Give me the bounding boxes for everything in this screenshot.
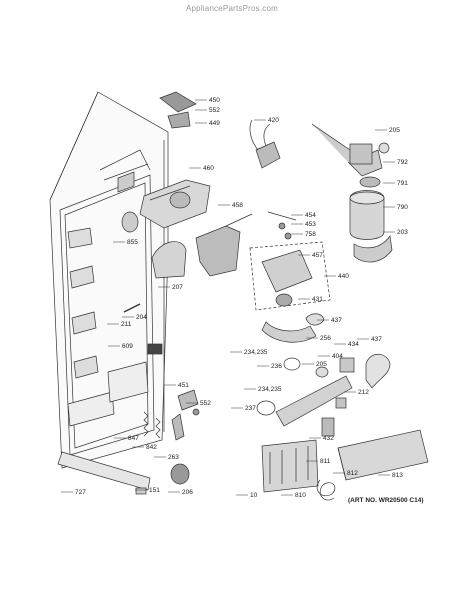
cabinet-drawing [49, 91, 169, 469]
part-label-450: 450 [209, 97, 220, 104]
control-knob [121, 211, 139, 233]
part-label-727: 727 [75, 489, 86, 496]
part-label-437: 437 [331, 317, 342, 324]
thermostat [255, 141, 281, 169]
part-label-431: 431 [312, 296, 323, 303]
part-label-256: 256 [320, 335, 331, 342]
tank-cover [353, 235, 393, 263]
part-label-460: 460 [203, 165, 214, 172]
part-label-451: 451 [178, 382, 189, 389]
part-label-457: 457 [312, 252, 323, 259]
part-label-842: 842 [146, 444, 157, 451]
watermark: AppliancePartsPros.com [186, 4, 278, 13]
leveling-foot [170, 463, 190, 485]
wire-harness [316, 479, 336, 501]
part-labels: 450 552 449 420 205 792 791 460 790 458 454 453 758 2… [61, 97, 408, 499]
part-label-609: 609 [122, 343, 133, 350]
part-label-205: 205 [316, 361, 327, 368]
motor-cap [359, 176, 381, 188]
part-label-212: 212 [358, 389, 369, 396]
duct-tray [261, 321, 317, 343]
bottom-grille [57, 451, 151, 491]
damper-control [321, 417, 335, 437]
part-label-203: 203 [397, 229, 408, 236]
hinge-bracket [159, 91, 197, 113]
part-label-453: 453 [305, 221, 316, 228]
bulb-socket [339, 357, 355, 373]
light-cover [151, 241, 187, 279]
part-label-234,235: 234,235 [244, 349, 268, 356]
part-label-792: 792 [397, 159, 408, 166]
part-label-432: 432 [323, 435, 334, 442]
spring-842 [155, 417, 161, 439]
part-label-151: 151 [149, 487, 160, 494]
part-label-206: 206 [182, 489, 193, 496]
part-label-812: 812 [347, 470, 358, 477]
part-label-790: 790 [397, 204, 408, 211]
part-label-811: 811 [320, 458, 331, 465]
part-label-758: 758 [305, 231, 316, 238]
air-duct [275, 375, 353, 427]
part-label-855: 855 [127, 239, 138, 246]
light-bulb [365, 353, 391, 389]
ice-maker [261, 439, 319, 493]
part-label-263: 263 [168, 454, 179, 461]
fan-bracket [195, 225, 241, 277]
part-label-847: 847 [128, 435, 139, 442]
part-label-236: 236 [271, 363, 282, 370]
part-label-449: 449 [209, 120, 220, 127]
part-label-234,235: 234,235 [258, 386, 282, 393]
part-label-237: 237 [245, 405, 256, 412]
spring-847 [143, 411, 149, 437]
part-label-434: 434 [348, 341, 359, 348]
part-label-404: 404 [332, 353, 343, 360]
part-label-10: 10 [250, 492, 258, 499]
part-label-205: 205 [389, 127, 400, 134]
damper-ring [283, 357, 301, 371]
part-label-211: 211 [121, 321, 132, 328]
fan-assembly-outline [249, 241, 331, 311]
part-label-207: 207 [172, 284, 183, 291]
part-label-552: 552 [200, 400, 211, 407]
part-label-437: 437 [371, 336, 382, 343]
part-label-813: 813 [392, 472, 403, 479]
part-label-420: 420 [268, 117, 279, 124]
part-label-440: 440 [338, 273, 349, 280]
part-label-791: 791 [397, 180, 408, 187]
damper-ring-lower [256, 400, 276, 416]
part-label-458: 458 [232, 202, 243, 209]
part-label-810: 810 [295, 492, 306, 499]
part-label-454: 454 [305, 212, 316, 219]
art-number: (ART NO. WR20500 C14) [348, 497, 424, 504]
part-label-552: 552 [209, 107, 220, 114]
part-label-204: 204 [136, 314, 147, 321]
